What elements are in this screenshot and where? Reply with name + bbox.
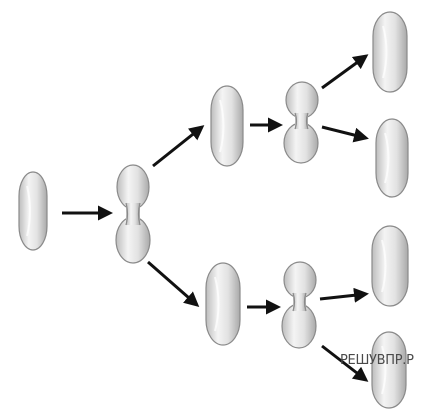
upper-second-dividing-cell [284,82,318,163]
arrow-to-granddaughter-2 [322,127,366,138]
arrow-to-lower-daughter [148,262,197,305]
arrow-to-granddaughter-3 [320,294,366,299]
first-dividing-cell [116,165,150,263]
arrow-to-granddaughter-1 [322,56,366,88]
watermark: РЕШУВПР.Р [340,353,414,368]
lower-second-dividing-cell [282,262,316,348]
granddaughter-cell-2 [376,119,408,197]
granddaughter-cell-4 [372,332,406,408]
lower-daughter-cell [206,263,240,345]
upper-daughter-cell [211,86,243,166]
granddaughter-cell-1 [373,12,407,92]
arrow-to-upper-daughter [153,127,202,166]
parent-cell [19,172,47,250]
granddaughter-cell-3 [372,226,408,306]
